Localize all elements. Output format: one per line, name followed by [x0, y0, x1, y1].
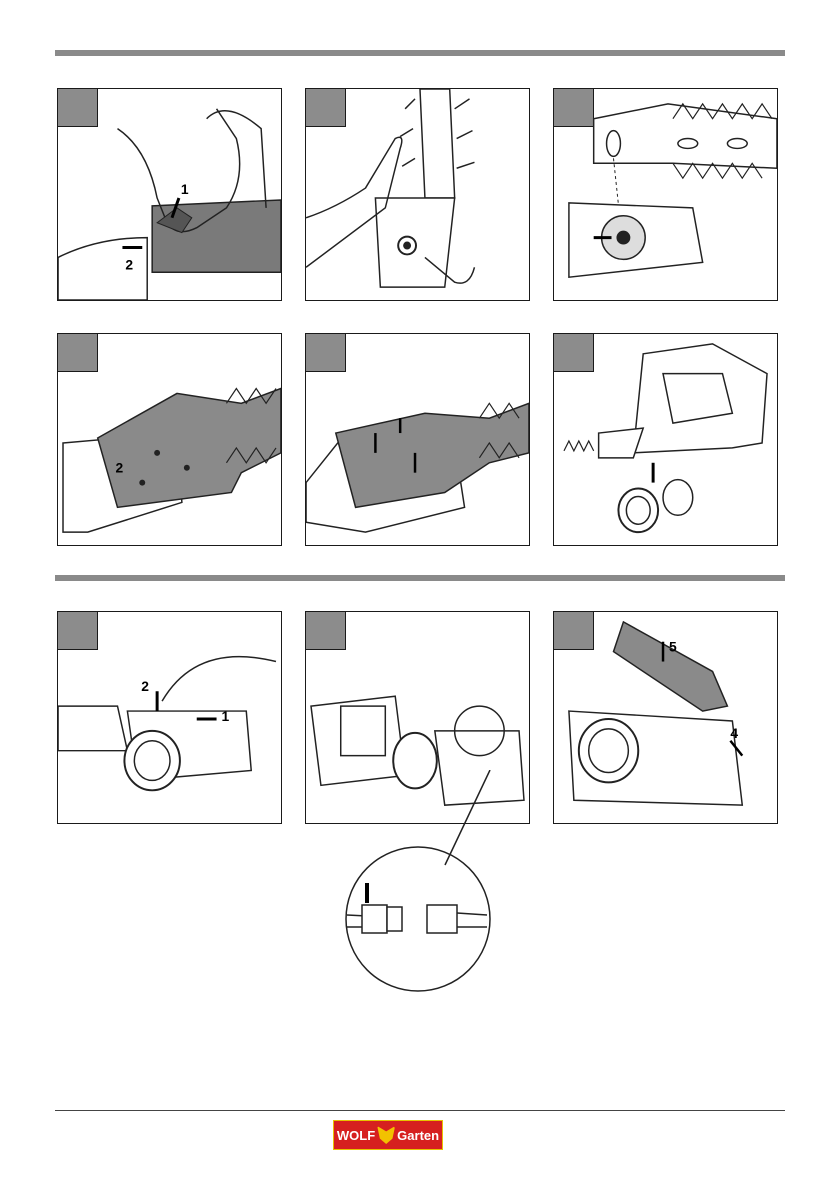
wolf-garten-logo: WOLF Garten	[333, 1120, 443, 1150]
panel-attach-wheel	[553, 333, 778, 546]
illustration-remove-wheel: 2 1	[58, 612, 281, 823]
panel-release-cover: 1 2	[57, 88, 282, 301]
logo-text-left: WOLF	[337, 1128, 375, 1143]
illustration-blade-screw	[306, 89, 529, 300]
label-2: 2	[141, 678, 149, 694]
illustration-release-cover: 1 2	[58, 89, 281, 300]
illustration-seat-blade	[306, 334, 529, 545]
illustration-attach-wheel	[554, 334, 777, 545]
label-2: 2	[125, 256, 133, 272]
illustration-close-cover: 5 4	[554, 612, 777, 823]
label-2: 2	[116, 460, 124, 476]
section-divider-middle	[55, 575, 785, 581]
panel-blade-screw	[305, 88, 530, 301]
label-4: 4	[730, 725, 738, 741]
section-divider-top	[55, 50, 785, 56]
panel-insert-blade: 2	[57, 333, 282, 546]
label-5: 5	[669, 639, 677, 655]
label-1: 1	[181, 181, 189, 197]
panel-blade-mount	[553, 88, 778, 301]
illustration-insert-blade: 2	[58, 334, 281, 545]
zoom-leader-line	[430, 770, 510, 870]
panel-seat-blade	[305, 333, 530, 546]
footer-divider	[55, 1110, 785, 1111]
panel-remove-wheel: 2 1	[57, 611, 282, 824]
fox-icon	[377, 1126, 395, 1144]
logo-text-right: Garten	[397, 1128, 439, 1143]
label-1: 1	[222, 708, 230, 724]
illustration-blade-mount	[554, 89, 777, 300]
panel-close-cover: 5 4	[553, 611, 778, 824]
